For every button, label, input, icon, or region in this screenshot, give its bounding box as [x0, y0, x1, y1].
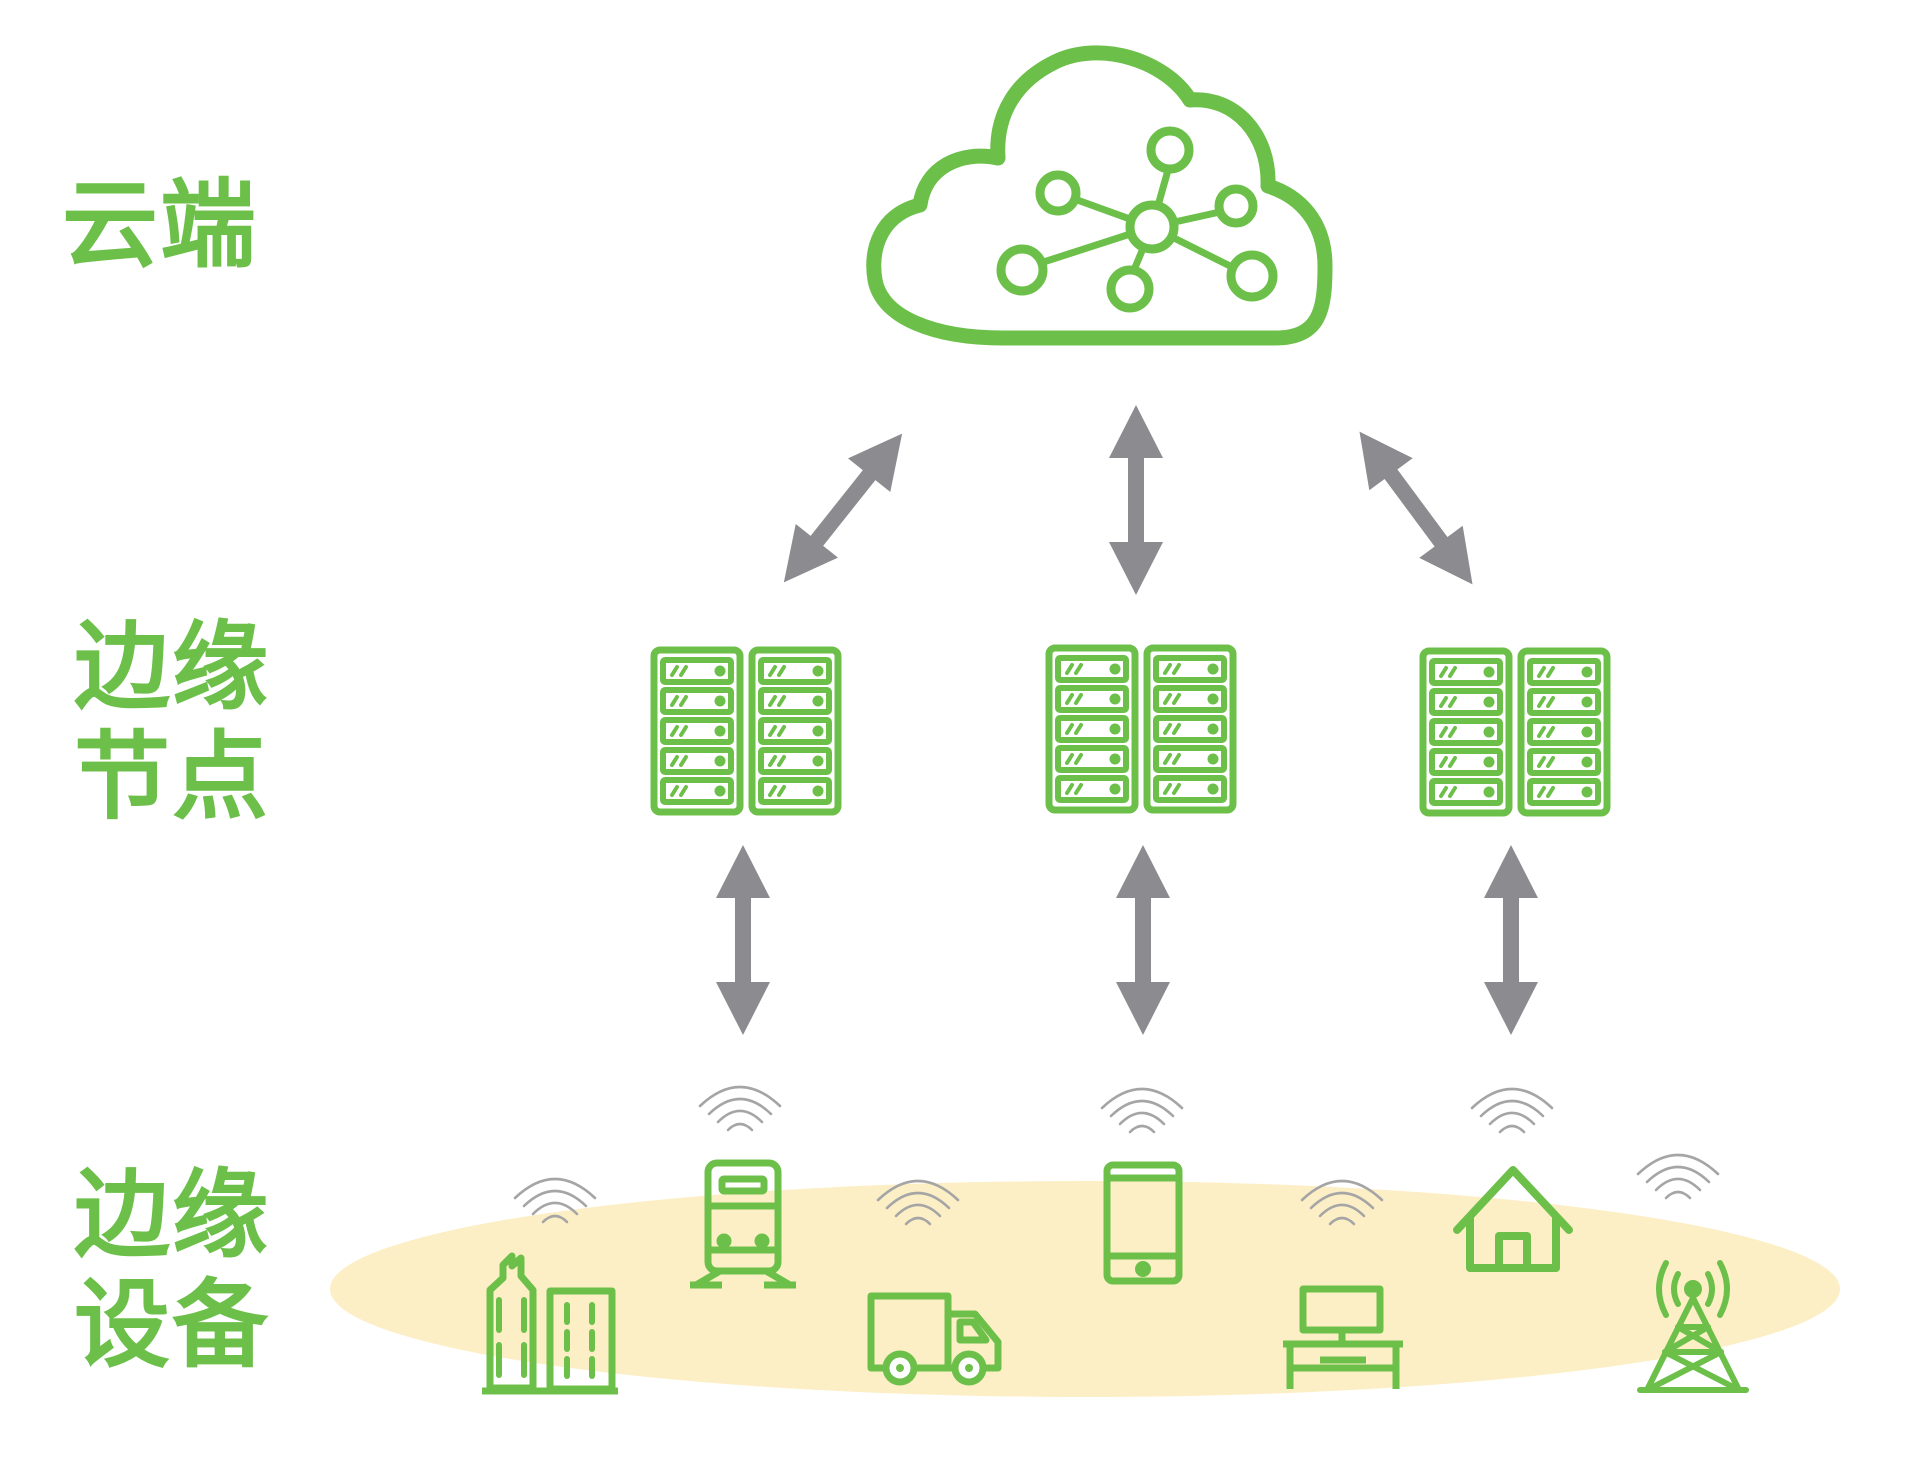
smartphone-icon [1103, 1161, 1183, 1285]
server-rack-icon [1423, 651, 1607, 813]
delivery-truck-icon [867, 1292, 1002, 1386]
wifi-signal-icon [1100, 1087, 1184, 1134]
double-arrow-icon [1109, 405, 1163, 595]
wifi-signal-icon [698, 1085, 782, 1132]
server-rack-icon [654, 650, 838, 812]
house-icon [1453, 1166, 1573, 1272]
server-rack-icon [1049, 648, 1233, 810]
radio-tower-icon [1637, 1260, 1749, 1393]
train-icon [690, 1159, 796, 1289]
office-buildings-icon [482, 1252, 618, 1395]
double-arrow-icon [762, 416, 924, 600]
layer-label-edge-node-line1: 边缘 [74, 611, 270, 723]
wifi-signal-icon [1636, 1153, 1720, 1200]
double-arrow-icon [716, 845, 770, 1035]
layer-label-cloud-text: 云端 [62, 169, 258, 281]
layer-label-cloud: 云端 [62, 170, 258, 280]
layer-label-edge-device: 边缘 设备 [74, 1160, 270, 1380]
double-arrow-icon [1484, 845, 1538, 1035]
layer-label-edge-device-line2: 设备 [74, 1269, 270, 1381]
layer-label-edge-device-line1: 边缘 [74, 1159, 270, 1271]
wifi-signal-icon [1470, 1087, 1554, 1134]
desk-computer-icon [1283, 1285, 1403, 1389]
layer-label-edge-node: 边缘 节点 [74, 612, 270, 832]
cloud-network-icon [866, 45, 1333, 346]
double-arrow-icon [1337, 415, 1495, 601]
layer-label-edge-node-line2: 节点 [74, 721, 270, 833]
double-arrow-icon [1116, 845, 1170, 1035]
